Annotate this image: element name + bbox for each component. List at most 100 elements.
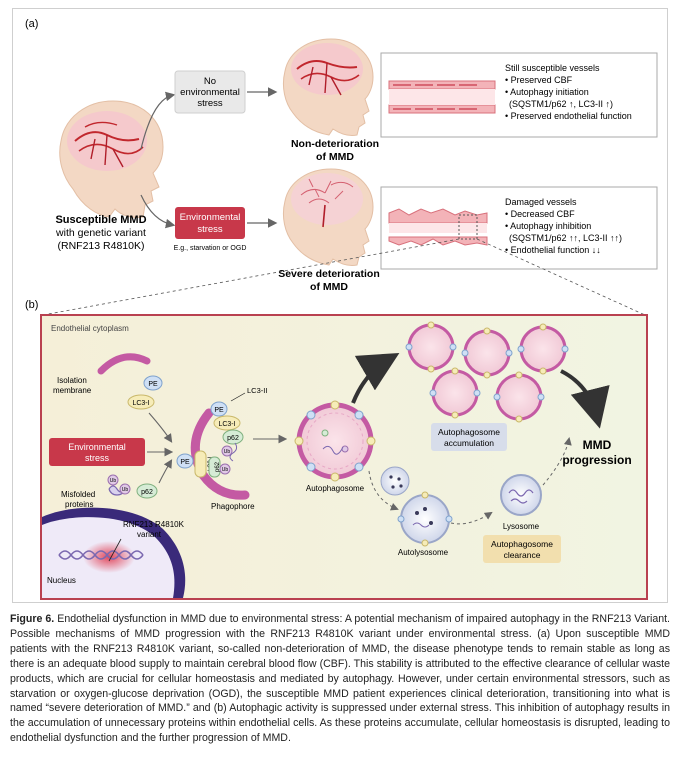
stress-line1: Environmental (180, 212, 241, 223)
ub-phago-2-label: Ub (224, 449, 231, 455)
pe-phago-label: PE (180, 459, 190, 466)
nucleus-label: Nucleus (47, 576, 76, 585)
lysosome-small (380, 466, 410, 496)
panel-a-label: (a) (25, 18, 38, 30)
damaged-vessel (388, 208, 488, 246)
isolation-membrane (97, 353, 151, 375)
box-bottom-line2: • Autophagy inhibition (505, 221, 591, 231)
isolation-line2: membrane (53, 386, 92, 395)
arrow-to-stress (140, 194, 176, 229)
nondet-head-illustration (282, 38, 374, 136)
arrow-to-autolysosome (368, 470, 399, 511)
pe-isolation (143, 375, 163, 391)
lc3i-phago-top (213, 415, 241, 431)
pe-phago (176, 453, 194, 469)
p62-phago-top (222, 429, 244, 445)
panel-b-label: (b) (25, 299, 38, 311)
arrow-iso-to-phago (148, 412, 173, 443)
arrow-to-accumulation (351, 352, 400, 404)
nondet-line1: Non-deterioration (291, 138, 379, 150)
autolysosome (397, 491, 453, 547)
misfolded-line2: proteins (65, 500, 93, 509)
no-stress-line1: No (204, 76, 216, 87)
caption-label: Figure 6. (10, 613, 55, 625)
lc3i-isolation-label: LC3-I (132, 400, 149, 407)
accum-line1: Autophagosome (438, 427, 500, 437)
severe-line2: of MMD (310, 281, 348, 293)
rnf-line2: variant (137, 530, 162, 539)
dna-helix-a (58, 550, 144, 560)
autolysosome-label: Autolysosome (398, 548, 449, 557)
box-top-line4: • Preserved endothelial function (505, 111, 632, 121)
p62-phago-vertical-label: p62 (215, 461, 221, 472)
stress-box (175, 207, 245, 239)
figure-caption: Figure 6. Endothelial dysfunction in MMD… (10, 612, 670, 746)
ub-phago-1-label: Ub (222, 467, 229, 473)
healthy-vessel (388, 80, 496, 114)
pe-phago-top (210, 401, 228, 417)
severe-head-illustration (282, 168, 374, 266)
mmd-line1: MMD (583, 438, 612, 452)
stress-line2: stress (197, 224, 223, 235)
accum-line2: accumulation (444, 438, 494, 448)
left-head-illustration (59, 100, 164, 218)
env-b-line1: Environmental (68, 442, 126, 452)
box-top-line2: • Autophagy initiation (505, 87, 589, 97)
clear-line2: clearance (504, 550, 541, 560)
lc3ii-pointer (230, 392, 246, 402)
clear-line1: Autophagosome (491, 539, 553, 549)
severe-line1: Severe deterioration (278, 268, 380, 280)
phagophore-label: Phagophore (211, 502, 255, 511)
arrow-to-lysosome (450, 511, 493, 525)
env-stress-b (49, 438, 145, 466)
nondet-line2: of MMD (316, 151, 354, 163)
p62-misfold (136, 483, 158, 499)
no-stress-box (174, 70, 246, 114)
box-top-line3: (SQSTM1/p62 ↑, LC3-II ↑) (509, 99, 613, 109)
box-bottom-line0: Damaged vessels (505, 197, 577, 207)
cytoplasm-label: Endothelial cytoplasm (51, 324, 129, 333)
arrow-mis-to-phago (158, 459, 173, 484)
zoom-line-right (476, 238, 646, 316)
ub-misfold-2-label: Ub (122, 487, 129, 493)
box-bottom-line3: (SQSTM1/p62 ↑↑, LC3-II ↑↑) (509, 233, 622, 243)
left-brain-title: Susceptible MMD (55, 214, 146, 226)
accumulated-autophagosomes (405, 321, 569, 423)
stress-example: E.g., starvation or OGD (174, 245, 247, 252)
phago-cargo (229, 442, 238, 462)
pe-phago-top-label: PE (214, 407, 224, 414)
rnf-line1: RNF213 R4810K (123, 520, 185, 529)
zoom-line-left (42, 238, 460, 316)
lysosome (500, 474, 542, 516)
p62-misfold-label: p62 (141, 489, 153, 496)
accumulation-box (431, 423, 507, 451)
box-bottom-line1: • Decreased CBF (505, 209, 575, 219)
rnf-pointer (108, 538, 122, 562)
arrow-to-progression (560, 369, 610, 429)
dna-helix-b (58, 550, 144, 560)
box-bottom-line4: • Endothelial function ↓↓ (505, 245, 601, 255)
ub-misfold-1 (107, 474, 119, 486)
figure-frame: (a) Susceptible MMD with genetic variant… (12, 8, 668, 603)
ub-phago-2 (221, 445, 233, 457)
box-top-line1: • Preserved CBF (505, 75, 573, 85)
box-top-line0: Still susceptible vessels (505, 63, 600, 73)
ub-misfold-1-label: Ub (110, 478, 117, 484)
isolation-line1: Isolation (57, 376, 87, 385)
lc3i-isolation (127, 394, 155, 410)
arrow-to-no-stress (140, 91, 176, 150)
lc3i-phago-top-label: LC3-I (218, 421, 235, 428)
left-brain-line2: with genetic variant (55, 227, 146, 239)
env-b-line2: stress (85, 453, 110, 463)
no-stress-line2: environmental (180, 87, 240, 98)
arrow-lysosome-up (542, 437, 572, 486)
lc3ii-label: LC3-II (247, 386, 267, 395)
caption-text: Endothelial dysfunction in MMD due to en… (10, 613, 670, 745)
p62-phago-top-label: p62 (227, 435, 239, 442)
mmd-line2: progression (562, 453, 631, 467)
no-stress-line3: stress (197, 98, 223, 109)
left-brain-line3: (RNF213 R4810K) (58, 240, 145, 252)
lc3i-phago-vertical (194, 450, 207, 478)
lysosome-label: Lysosome (503, 522, 540, 531)
